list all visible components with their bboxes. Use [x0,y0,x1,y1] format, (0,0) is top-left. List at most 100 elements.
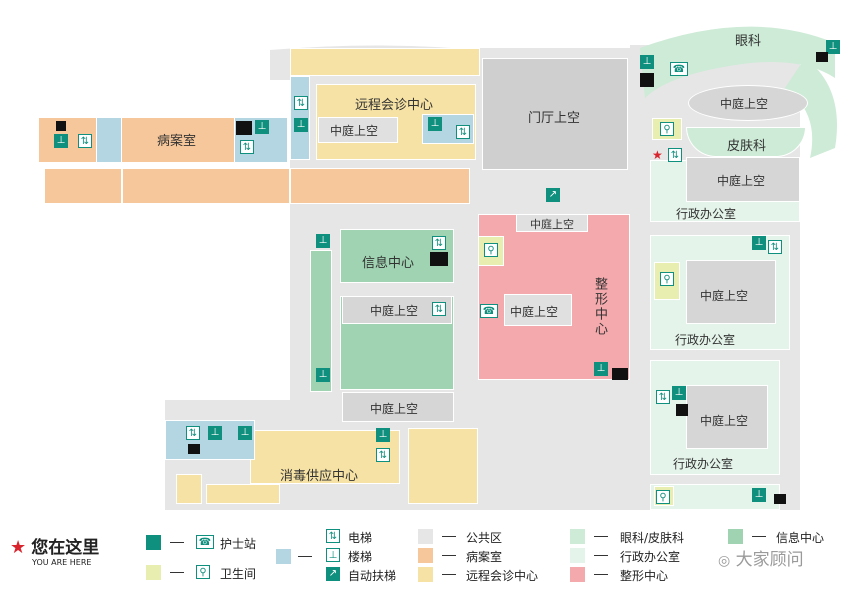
legend-public-swatch [418,529,433,544]
watermark: ◎ 大家顾问 [718,545,804,570]
elevator-icon: ⇅ [78,134,92,148]
eye-atrium [688,85,808,121]
legend-dash [442,555,456,556]
sterile-center [250,430,400,484]
legend-eye-label: 眼科/皮肤科 [620,531,685,545]
escalator-icon: ↗ [546,188,560,202]
legend-public-label: 公共区 [466,531,503,545]
info-stair-strip [310,250,332,392]
legend-dash [442,536,456,537]
plastic-top-atrium-label: 中庭上空 [530,218,574,231]
restroom-icon: ⚲ [656,490,670,504]
legend-dash [752,536,766,537]
legend-dash [594,536,608,537]
legend-tele-swatch [418,567,433,582]
admin-c-void [686,385,768,449]
wechat-icon: ◎ [718,553,731,569]
nurse-station-icon: ☎ [480,304,498,318]
lobby-void [482,58,628,170]
you-are-here-marker: ★ [652,148,663,162]
admin-a-atrium-label: 中庭上空 [717,174,766,188]
escalator-icon: ↗ [326,567,340,581]
skin-room [686,127,806,157]
legend-info-label: 信息中心 [776,531,825,545]
stairs-icon: ⊥ [54,134,68,148]
admin-a-void [686,157,800,202]
legend-dash [594,555,608,556]
stairs-icon: ⊥ [672,386,686,400]
legend-restroom-label: 卫生间 [220,567,257,581]
stairs-icon: ⊥ [376,428,390,442]
legend-dash [170,572,184,573]
legend-restroom-swatch [146,565,161,580]
elevator-icon: ⇅ [432,302,446,316]
records-strip-b [122,168,290,204]
tele-atrium-label: 中庭上空 [330,124,379,138]
elevator-shaft [676,404,688,416]
elevator-shaft [56,121,66,131]
you-are-here-text: 您在这里 [31,538,100,558]
plastic-atrium-label: 中庭上空 [510,305,559,319]
elevator-icon: ⇅ [326,529,340,543]
legend-records-swatch [418,548,433,563]
restroom-icon: ⚲ [660,122,674,136]
info-atrium-b [342,392,454,422]
elevator-shaft [640,73,654,87]
sterile-block-a [176,474,202,504]
sterile-block-c [408,428,478,504]
nurse-station-icon: ☎ [670,62,688,76]
legend-admin-swatch [570,548,585,563]
sterile-label: 消毒供应中心 [280,469,359,484]
elevator-shaft [236,121,252,135]
elevator-shaft [430,252,448,266]
tele-atrium [318,117,398,143]
admin-c-atrium-label: 中庭上空 [700,414,749,428]
stairs-icon: ⊥ [238,426,252,440]
you-are-here-legend: ★ 您在这里 YOU ARE HERE [10,533,99,567]
legend: ★ 您在这里 YOU ARE HERE ☎ 护士站 ⚲ 卫生间 ⇅ 电梯 ⊥ 楼… [0,525,865,593]
elevator-shaft [816,52,828,62]
legend-info-swatch [728,529,743,544]
plastic-top-atrium [516,214,588,232]
legend-plastic-swatch [570,567,585,582]
elevator-icon: ⇅ [768,240,782,254]
legend-admin-label: 行政办公室 [620,550,681,564]
eye-outer-shape [640,26,835,98]
legend-records-label: 病案室 [466,550,503,564]
stairs-icon: ⊥ [594,362,608,376]
records-label: 病案室 [157,134,197,149]
legend-escalator-label: 自动扶梯 [348,569,397,583]
eye-label: 眼科 [735,34,762,49]
records-strip-c [290,168,470,204]
plastic-atrium [504,294,572,326]
you-are-here-en: YOU ARE HERE [32,558,92,567]
legend-dash [170,542,184,543]
admin-b-atrium-label: 中庭上空 [700,289,749,303]
stairs-icon: ⊥ [326,548,340,562]
star-icon: ★ [10,537,27,558]
admin-b-void [686,260,776,324]
info-label: 信息中心 [362,256,415,271]
records-strip-a [44,168,122,204]
records-core [96,117,122,163]
legend-tele-label: 远程会诊中心 [466,569,539,583]
legend-dash [298,556,312,557]
stairs-icon: ⊥ [294,118,308,132]
admin-c-label: 行政办公室 [673,457,734,471]
restroom-icon: ⚲ [660,272,674,286]
stairs-icon: ⊥ [640,55,654,69]
eye-ring [785,58,837,158]
eye-clinic-wing [640,26,837,158]
admin-a-label: 行政办公室 [676,207,737,221]
tele-block-top [290,48,480,76]
elevator-icon: ⇅ [186,426,200,440]
stairs-icon: ⊥ [428,117,442,131]
stairs-icon: ⊥ [316,234,330,248]
elevator-icon: ⇅ [456,125,470,139]
lobby-label: 门厅上空 [528,111,581,126]
elevator-icon: ⇅ [294,96,308,110]
elevator-icon: ⇅ [668,148,682,162]
legend-plastic-label: 整形中心 [620,569,669,583]
stairs-icon: ⊥ [316,368,330,382]
stairs-icon: ⊥ [255,120,269,134]
